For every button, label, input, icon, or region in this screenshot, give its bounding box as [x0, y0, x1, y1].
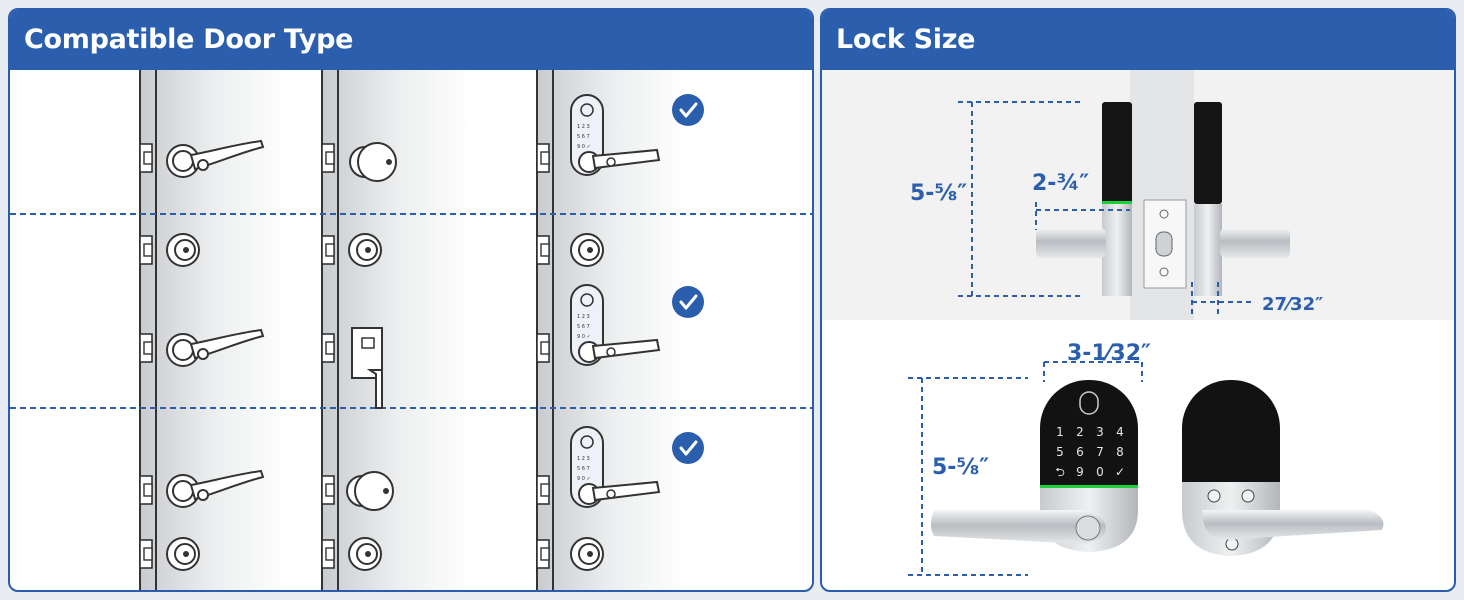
width-dimension: 3-1⁄32″	[1067, 341, 1151, 366]
door-type-grid: 1 2 35 6 79 0 ✓	[10, 70, 812, 590]
front-view: 1 2 3 4 5 6 7 8 ⮌ 9 0 ✓	[908, 361, 1384, 576]
lock-size-panel: Lock Size	[820, 8, 1456, 592]
lock-size-diagram: 5-⅝″ 2-¾″ 27⁄32″ 1 2 3 4 5	[822, 70, 1454, 576]
svg-text:⮌: ⮌	[1055, 465, 1065, 479]
knob-handle-icon	[346, 471, 394, 511]
knob-handle-icon	[349, 142, 397, 182]
svg-text:7: 7	[1096, 445, 1104, 459]
back-lever-handle	[1202, 510, 1384, 540]
keypad: 1 2 3 4 5 6 7 8 ⮌ 9 0 ✓	[1055, 425, 1125, 479]
svg-text:6: 6	[1076, 445, 1084, 459]
svg-text:1: 1	[1056, 425, 1064, 439]
keyhole-icon	[1075, 515, 1101, 541]
svg-text:9: 9	[1076, 465, 1084, 479]
svg-text:8: 8	[1116, 445, 1124, 459]
door-column-3	[536, 70, 687, 590]
side-view	[822, 70, 1454, 320]
door-column-1	[139, 70, 288, 590]
svg-text:2: 2	[1076, 425, 1084, 439]
check-icon	[670, 430, 706, 466]
svg-text:5: 5	[1056, 445, 1064, 459]
fingerprint-sensor-icon	[1079, 391, 1099, 415]
offset-dimension: 27⁄32″	[1262, 294, 1323, 315]
height-dimension-bottom: 5-⅝″	[932, 455, 989, 480]
check-icon	[670, 284, 706, 320]
svg-text:4: 4	[1116, 425, 1124, 439]
svg-text:3: 3	[1096, 425, 1104, 439]
height-dimension-top: 5-⅝″	[910, 181, 967, 206]
panel-title: Compatible Door Type	[10, 10, 812, 70]
deadbolt-icon	[166, 537, 200, 571]
compatible-door-type-panel: Compatible Door Type	[8, 8, 814, 592]
deadbolt-icon	[570, 233, 604, 267]
door-column-2	[321, 70, 472, 590]
panel-title: Lock Size	[822, 10, 1454, 70]
row-2	[139, 233, 706, 409]
deadbolt-icon	[348, 233, 382, 267]
check-icon	[670, 92, 706, 128]
depth-dimension: 2-¾″	[1032, 171, 1089, 196]
svg-text:0: 0	[1096, 465, 1104, 479]
front-lever-handle	[931, 510, 1106, 544]
svg-text:✓: ✓	[1115, 465, 1125, 479]
deadbolt-icon	[348, 537, 382, 571]
deadbolt-icon	[570, 537, 604, 571]
handleset-icon	[351, 327, 383, 409]
deadbolt-icon	[166, 233, 200, 267]
